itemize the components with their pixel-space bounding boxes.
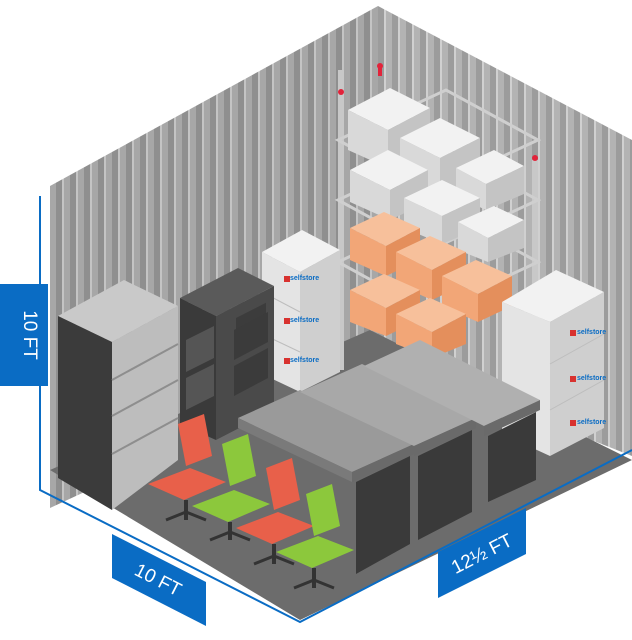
height-dimension-badge: 10 FT	[0, 284, 48, 386]
svg-text:selfstore: selfstore	[577, 419, 606, 426]
selfstore-logo: selfstore	[284, 275, 319, 282]
svg-text:selfstore: selfstore	[577, 375, 606, 382]
desk-back	[364, 340, 540, 502]
svg-text:selfstore: selfstore	[290, 357, 319, 364]
selfstore-logo: selfstore	[570, 329, 606, 336]
depth-dimension-badge: 12½ FT	[438, 508, 526, 598]
desk-front	[238, 390, 414, 574]
svg-text:selfstore: selfstore	[290, 275, 319, 282]
chair-green-2	[276, 484, 354, 590]
height-dimension-label: 10 FT	[19, 310, 40, 360]
orange-box-stack	[350, 212, 512, 358]
bookcase-cabinet	[58, 280, 179, 510]
selfstore-logo: selfstore	[570, 419, 606, 426]
selfstore-logo: selfstore	[284, 317, 319, 324]
selfstore-logo: selfstore	[284, 357, 319, 364]
selfstore-logo: selfstore	[570, 375, 606, 382]
chair-green-1	[192, 434, 270, 542]
width-dimension-badge: 10 FT	[112, 534, 206, 626]
desk-middle	[300, 364, 476, 540]
white-box-stack-top	[348, 88, 524, 210]
chair-red-1	[148, 414, 226, 522]
filing-cabinet	[180, 268, 274, 440]
chair-red-2	[236, 458, 314, 566]
svg-text:selfstore: selfstore	[290, 317, 319, 324]
svg-text:selfstore: selfstore	[577, 329, 606, 336]
